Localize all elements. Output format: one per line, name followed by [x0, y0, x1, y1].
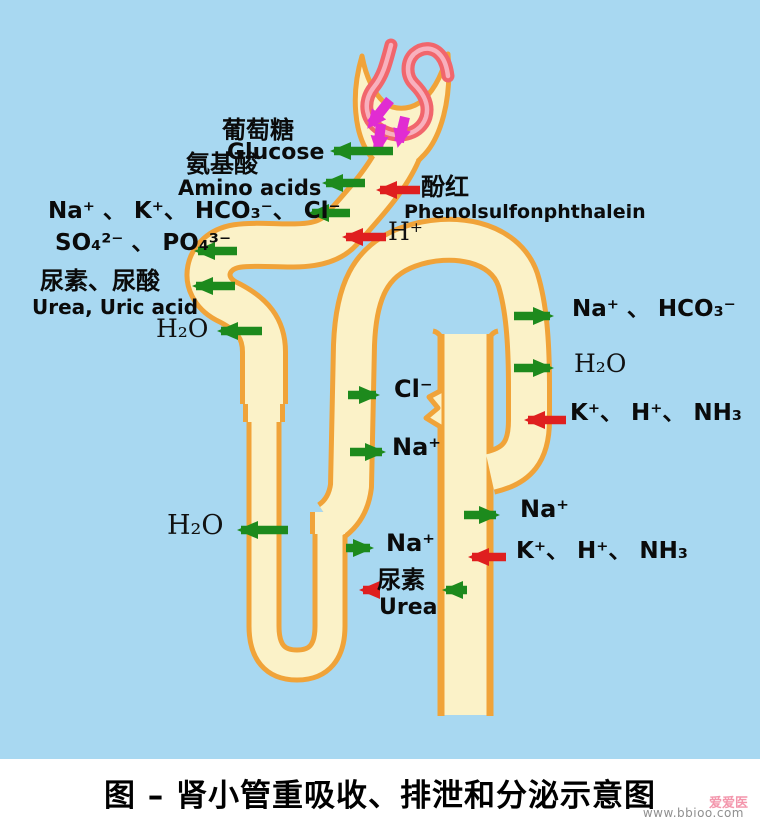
- label-amino-zh: 氨基酸: [186, 150, 258, 178]
- label-phenol-en: Phenolsulfonphthalein: [404, 201, 646, 223]
- label-sulfate-phosphate: SO₄²⁻ 、 PO₄³⁻: [55, 230, 232, 256]
- filtration-arrow-1: [367, 96, 394, 129]
- label-phenol-zh: 酚红: [421, 173, 469, 201]
- filtration-arrows: [367, 96, 411, 155]
- label-k-h-nh3-upper: K⁺、 H⁺、 NH₃: [570, 400, 742, 426]
- label-h2o-upper-left: H₂O: [156, 314, 209, 343]
- secretion-arrows: [342, 181, 566, 599]
- label-urea-zh: 尿素: [377, 566, 425, 594]
- label-urea-uric-zh: 尿素、尿酸: [40, 267, 160, 295]
- label-amino-en: Amino acids: [178, 176, 322, 200]
- label-urea-en: Urea: [379, 595, 438, 620]
- label-urea-uric-en: Urea, Uric acid: [32, 295, 199, 319]
- label-h-plus: H⁺: [388, 217, 423, 246]
- filtration-arrow-3: [393, 115, 411, 148]
- label-h2o-right: H₂O: [574, 349, 627, 378]
- label-na-hco3: Na⁺ 、 HCO₃⁻: [572, 296, 736, 322]
- label-glucose-en: Glucose: [227, 140, 325, 165]
- watermark-overlay: 爱爱医: [708, 796, 748, 811]
- label-cl: Cl⁻: [394, 375, 433, 403]
- watermark-url: www.bbioo.com: [642, 806, 744, 820]
- filtration-arrow-2: [370, 123, 389, 155]
- label-k-h-nh3-lower: K⁺、 H⁺、 NH₃: [516, 538, 688, 564]
- collecting-duct-lumen: [444, 334, 487, 715]
- nephron-diagram: [184, 38, 566, 716]
- label-ions-row: Na⁺ 、 K⁺、 HCO₃⁻、 Cl⁻: [48, 198, 341, 224]
- label-glucose-zh: 葡萄糖: [222, 116, 294, 144]
- label-na-lower-right: Na⁺: [520, 495, 569, 523]
- label-na-low: Na⁺: [386, 529, 435, 557]
- glomerulus-vessel: [360, 38, 455, 142]
- reabsorption-arrows: [192, 142, 554, 599]
- collecting-duct: [423, 328, 499, 716]
- duct-branch-notch: [423, 386, 447, 432]
- label-na-mid: Na⁺: [392, 433, 441, 461]
- label-h2o-lower-left: H₂O: [167, 510, 224, 541]
- figure-caption: 图 – 肾小管重吸收、排泄和分泌示意图: [103, 778, 657, 814]
